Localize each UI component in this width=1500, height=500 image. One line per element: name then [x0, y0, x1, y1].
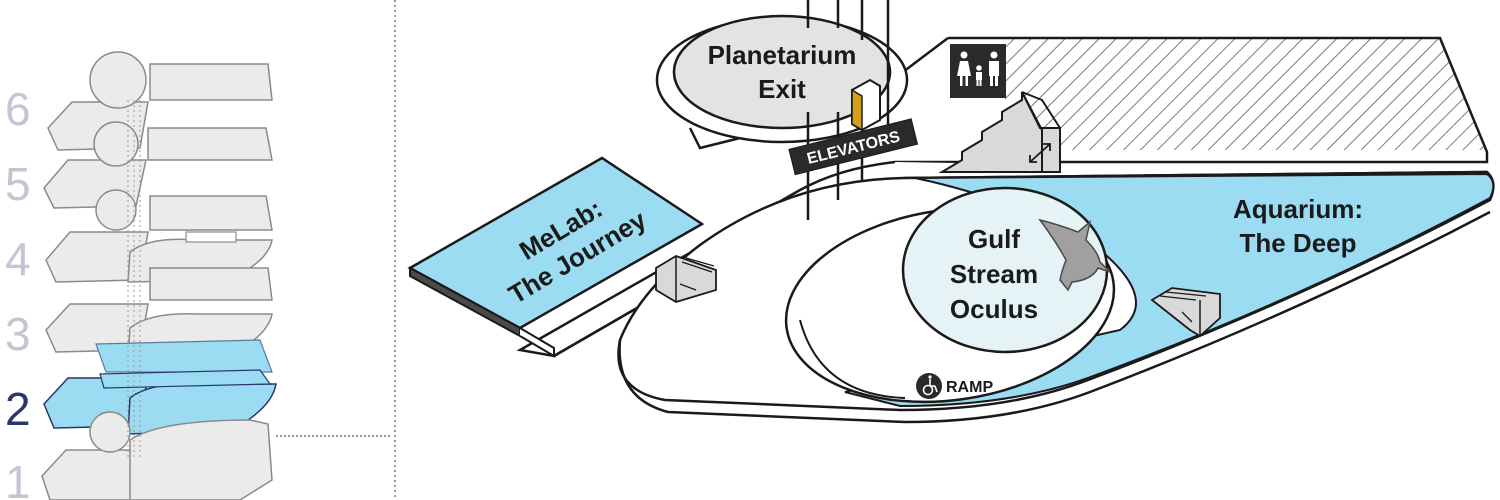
floor-number-3[interactable]: 3	[5, 308, 31, 360]
gulf-stream-oculus[interactable]	[901, 186, 1111, 354]
ramp-label: RAMP	[946, 379, 993, 396]
aquarium-label-line2: The Deep	[1239, 228, 1356, 258]
main-map: ELEVATORS	[407, 0, 1495, 424]
gulf-label-line1: Gulf	[968, 224, 1020, 254]
floor-number-5[interactable]: 5	[5, 158, 31, 210]
floor-level-3[interactable]	[45, 267, 273, 373]
ramp-label-group[interactable]: RAMP	[916, 373, 993, 399]
floor-number-6[interactable]: 6	[5, 83, 31, 135]
floor-number-2-current[interactable]: 2	[5, 383, 31, 435]
aquarium-label-line1: Aquarium:	[1233, 194, 1363, 224]
elevator-icon[interactable]	[851, 78, 881, 132]
stairs-icon[interactable]	[938, 91, 1061, 173]
elevator-shaft-line	[127, 100, 141, 460]
gulf-label-line3: Oculus	[950, 294, 1038, 324]
floor-number-1[interactable]: 1	[5, 456, 31, 500]
family-restroom-icon[interactable]	[950, 44, 1006, 98]
planetarium-label-line1: Planetarium	[708, 40, 857, 70]
planetarium-exit[interactable]	[655, 14, 909, 150]
floor-selector: 6 5 4 3 2 1	[5, 51, 392, 500]
stairs-icon[interactable]	[1150, 287, 1221, 338]
hatched-wing	[894, 36, 1489, 164]
stairs-icon[interactable]	[655, 255, 717, 303]
planetarium-label-line2: Exit	[758, 74, 806, 104]
floor-level-1[interactable]	[41, 411, 273, 500]
melab-exhibit[interactable]	[407, 156, 705, 358]
floor-number-4[interactable]: 4	[5, 233, 31, 285]
shark-icon	[1038, 218, 1111, 292]
gulf-label-line2: Stream	[950, 259, 1038, 289]
